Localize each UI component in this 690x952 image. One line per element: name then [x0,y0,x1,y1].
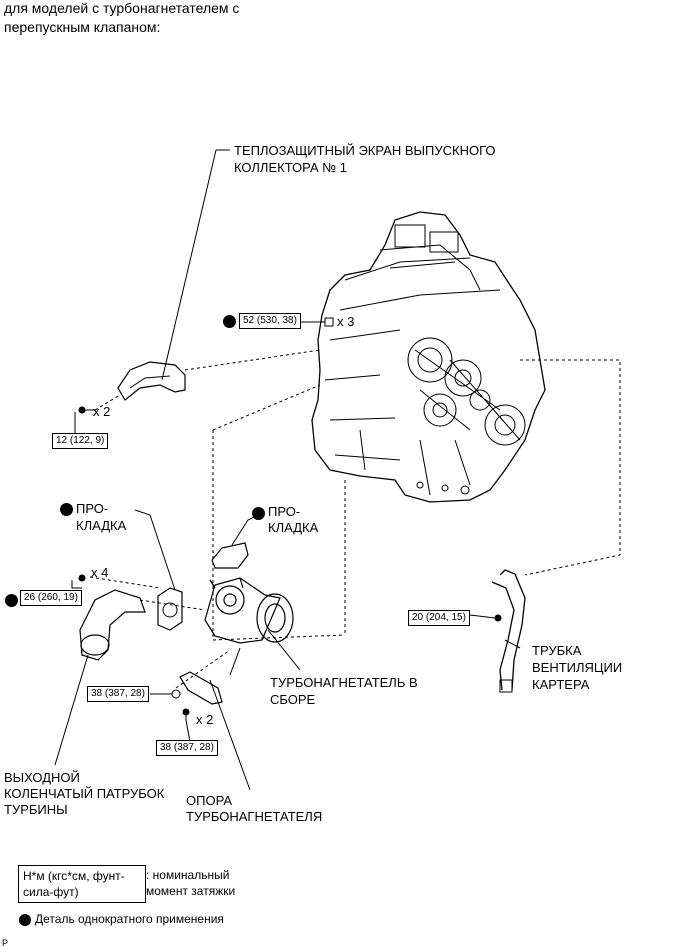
label-vent-1: ТРУБКА [532,643,582,658]
engine-illustration [311,211,546,503]
label-heat-shield-1: ТЕПЛОЗАЩИТНЫЙ ЭКРАН ВЫПУСКНОГО [234,143,496,158]
torque-spec-2: 12 (122, 9) [52,433,109,449]
label-elbow-1: ВЫХОДНОЙ [4,770,80,785]
heat-shield-part [117,361,186,401]
torque-spec-4: 38 (387, 28) [87,686,149,702]
qty-1: x 3 [337,314,355,329]
header-line-2: перепускным клапаном: [4,19,161,35]
label-vent-2: ВЕНТИЛЯЦИИ [532,660,623,675]
label-gasket-right-1: ПРО- [268,504,301,519]
torque-spec-6: 20 (204, 15) [408,610,470,626]
single-use-dot [252,507,265,520]
label-gasket-right-2: КЛАДКА [268,520,319,535]
label-elbow-2: КОЛЕНЧАТЫЙ ПАТРУБОК [4,786,165,801]
footer-mark: P [2,938,9,948]
label-gasket-left-2: КЛАДКА [76,518,127,533]
label-elbow-3: ТУРБИНЫ [4,802,68,817]
label-vent-3: КАРТЕРА [532,677,590,692]
label-turbo-2: СБОРЕ [270,692,316,707]
torque-spec-5: 38 (387, 28) [156,740,218,756]
label-turbo-1: ТУРБОНАГНЕТАТЕЛЬ В [270,675,418,690]
single-use-dot [60,503,73,516]
turbocharger-part [204,577,294,644]
torque-spec-1: 52 (530, 38) [239,313,301,329]
label-bracket-1: ОПОРА [186,793,233,808]
legend-single-use: Деталь однократного применения [35,912,224,926]
legend-unit-box: Н*м (кгс*см, фунт-сила-фут) [18,865,146,903]
torque-spec-3: 26 (260, 19) [20,590,82,606]
legend-unit-desc: : номинальный момент затяжки [146,868,236,898]
label-bracket-2: ТУРБОНАГНЕТАТЕЛЯ [186,809,323,824]
single-use-dot [223,315,236,328]
turbine-elbow-part [79,589,146,661]
gasket-left-part [157,587,183,631]
gasket-right-part [211,542,249,569]
header-line-1: для моделей с турбонагнетателем с [4,0,240,16]
turbo-bracket-part [179,671,223,705]
qty-3: x 4 [91,565,109,580]
label-heat-shield-2: КОЛЛЕКТОРА № 1 [234,160,348,175]
label-gasket-left-1: ПРО- [76,501,109,516]
qty-4: x 2 [196,712,214,727]
legend-dot-icon [19,914,31,926]
qty-2: x 2 [93,404,111,419]
single-use-dot [5,594,18,607]
ventilation-hose-part [491,569,526,691]
